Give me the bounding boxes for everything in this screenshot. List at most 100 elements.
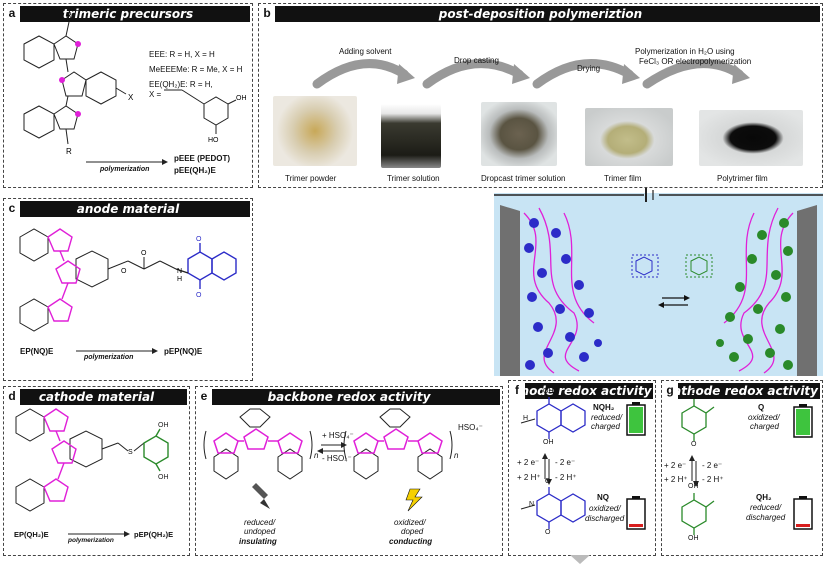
eq-proton-in: + 2 H⁺ — [664, 475, 688, 484]
battery-discharged-icon — [626, 496, 646, 530]
label-o: O — [545, 478, 551, 485]
polymerization-label: polymerization — [84, 354, 134, 361]
label-r: R — [66, 11, 72, 20]
rx-meeeeme: MeEEEMe: R = Me, X = H — [149, 65, 243, 74]
right-state-3: conducting — [389, 537, 433, 546]
battery-charged-icon — [626, 402, 646, 436]
panel-title: cathode redox activity — [664, 383, 820, 399]
panel-title: post-deposition polymeriztion — [261, 6, 820, 22]
cathode-monomer-structure: S OH OH — [15, 408, 169, 537]
step-polymerization: Polymerization in H₂O using — [635, 47, 735, 56]
photo-trimer-powder — [273, 96, 357, 166]
product-peeqh2e: pEE(QH₂)E — [174, 166, 216, 175]
right-state-2: doped — [401, 527, 424, 536]
polymerization-label: polymerization — [68, 537, 114, 544]
label-o: O — [121, 268, 127, 275]
trimer-structure: R R X OH HO — [23, 11, 247, 165]
polymerization-label: polymerization — [100, 166, 150, 173]
panel-title: anode material — [6, 201, 250, 217]
panel-title: backbone redox activity — [198, 389, 500, 405]
panel-title: cathode material — [6, 389, 187, 405]
anode-redox-scheme — [520, 397, 646, 530]
label-o: O — [691, 389, 697, 396]
right-state-1: oxidized/ — [394, 518, 426, 527]
panel-tag: d — [4, 387, 20, 405]
eq-electron-out: - 2 e⁻ — [702, 461, 723, 470]
label-oh: OH — [688, 483, 699, 490]
left-state-1: reduced/ — [244, 518, 276, 527]
product-pedot: pEEE (PEDOT) — [174, 154, 231, 163]
panel-d: d cathode material S OH OH EP(QH₂)E poly… — [3, 386, 190, 556]
top-species: NQH₂ — [593, 403, 615, 412]
bottom-species: NQ — [597, 493, 609, 502]
bottom-species: QH₂ — [756, 493, 772, 502]
panel-tag: f — [509, 381, 525, 399]
label-n: N — [177, 268, 182, 275]
eq-proton-out: - 2 H⁺ — [555, 473, 577, 482]
label-o: O — [545, 529, 551, 536]
step-drying: Drying — [577, 64, 601, 73]
top-state-1: oxidized/ — [748, 413, 780, 422]
panel-a: a trimeric precursors R R X OH HO EEE: — [3, 3, 253, 188]
doping-backward: - HSO₄⁻ — [322, 454, 352, 463]
lightning-icon — [405, 488, 423, 512]
label-x: X — [128, 93, 134, 102]
label-o: O — [691, 441, 697, 448]
panel-title: trimeric precursors — [6, 6, 250, 22]
step-adding-solvent: Adding solvent — [339, 47, 392, 56]
panel-b: b post-deposition polymeriztion Adding s… — [258, 3, 823, 188]
panel-tag: e — [196, 387, 212, 405]
rx-eeqh2e: EE(QH₂)E: R = H, — [149, 80, 213, 89]
label-o: O — [141, 250, 147, 257]
bottom-state-1: oxidized/ — [589, 504, 621, 513]
panel-c: c anode material O O O O N H — [3, 198, 253, 381]
eq-electron-in: + 2 e⁻ — [664, 461, 687, 470]
label-h: H — [523, 415, 529, 422]
caption-trimer-film: Trimer film — [604, 174, 642, 183]
polymer-name: pEP(QH₂)E — [134, 530, 174, 539]
panel-tag: c — [4, 199, 20, 217]
top-state-2: charged — [591, 422, 620, 431]
eq-proton-out: - 2 H⁺ — [702, 475, 724, 484]
label-o: O — [196, 236, 202, 243]
photo-trimer-solution — [381, 104, 441, 168]
photo-dropcast — [481, 102, 557, 166]
bottom-state-2: discharged — [585, 514, 625, 523]
doping-forward: + HSO₄⁻ — [322, 431, 354, 440]
eq-proton-in: + 2 H⁺ — [517, 473, 541, 482]
rx-x: X = — [149, 90, 162, 99]
repeat-n: n — [314, 451, 319, 460]
battery-diagram — [494, 188, 823, 376]
label-oh: OH — [236, 95, 247, 102]
repeat-n: n — [454, 451, 459, 460]
panel-g: g cathode redox activity O O OH OH Q oxi… — [661, 380, 823, 556]
bottom-state-2: discharged — [746, 513, 786, 522]
label-oh: OH — [543, 388, 554, 395]
left-state-3: insulating — [239, 537, 277, 546]
label-ho: HO — [208, 137, 219, 144]
broken-plug-icon — [252, 483, 270, 509]
label-s: S — [128, 449, 133, 456]
cathode-redox-scheme — [681, 399, 813, 535]
step-polymerization-method: FeCl₃ OR electropolymerization — [639, 57, 752, 66]
panel-tag: a — [4, 4, 20, 22]
panel-title: anode redox activity — [511, 383, 653, 399]
photo-polytrimer-film — [699, 110, 803, 166]
bottom-state-1: reduced/ — [750, 503, 782, 512]
eq-electron-out: - 2 e⁻ — [555, 458, 576, 467]
rx-eee: EEE: R = H, X = H — [149, 50, 215, 59]
caption-polytrimer-film: Polytrimer film — [717, 174, 768, 183]
panel-f: f anode redox activity OH OH H N O O — [508, 380, 656, 556]
label-o: O — [196, 292, 202, 299]
battery-discharged-icon — [793, 496, 813, 530]
eq-electron-in: + 2 e⁻ — [517, 458, 540, 467]
counter-anion: HSO₄⁻ — [458, 423, 483, 432]
label-r: R — [66, 147, 72, 156]
backbone-redox-scheme — [203, 408, 453, 512]
label-oh: OH — [158, 422, 169, 429]
left-state-2: undoped — [244, 527, 276, 536]
monomer-name: EP(QH₂)E — [14, 530, 49, 539]
label-oh: OH — [158, 474, 169, 481]
caption-trimer-solution: Trimer solution — [387, 174, 440, 183]
battery-charged-icon — [793, 404, 813, 438]
